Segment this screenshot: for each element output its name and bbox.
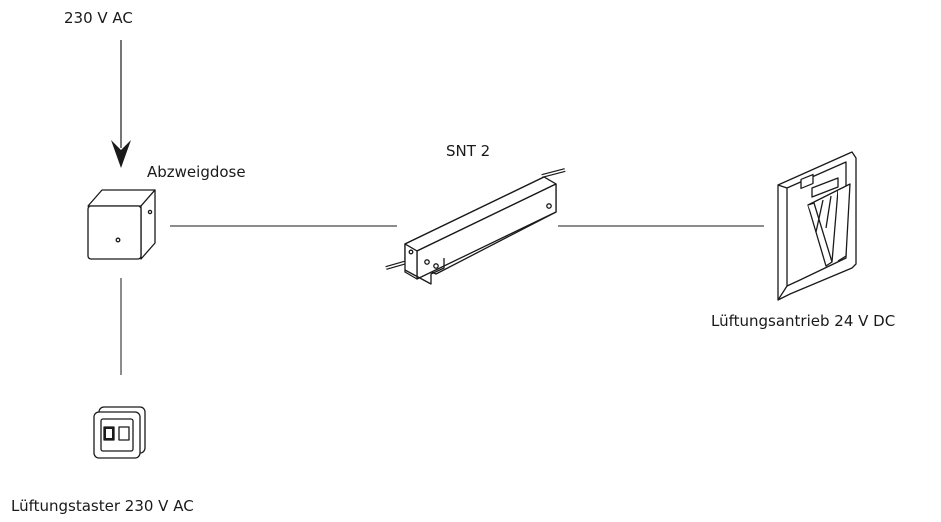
- vent-switch-label: Lüftungstaster 230 V AC: [11, 497, 194, 515]
- vent-drive-icon: [777, 151, 857, 301]
- vent-switch-icon: [93, 406, 146, 459]
- junction-box-icon: [87, 189, 156, 260]
- vent-drive-label: Lüftungsantrieb 24 V DC: [711, 312, 896, 330]
- junction-box-label: Abzweigdose: [147, 163, 246, 181]
- power-supply-icon: [385, 168, 566, 285]
- power-supply-label: SNT 2: [446, 142, 491, 160]
- supply-arrow: [111, 40, 131, 168]
- supply-label: 230 V AC: [64, 9, 133, 27]
